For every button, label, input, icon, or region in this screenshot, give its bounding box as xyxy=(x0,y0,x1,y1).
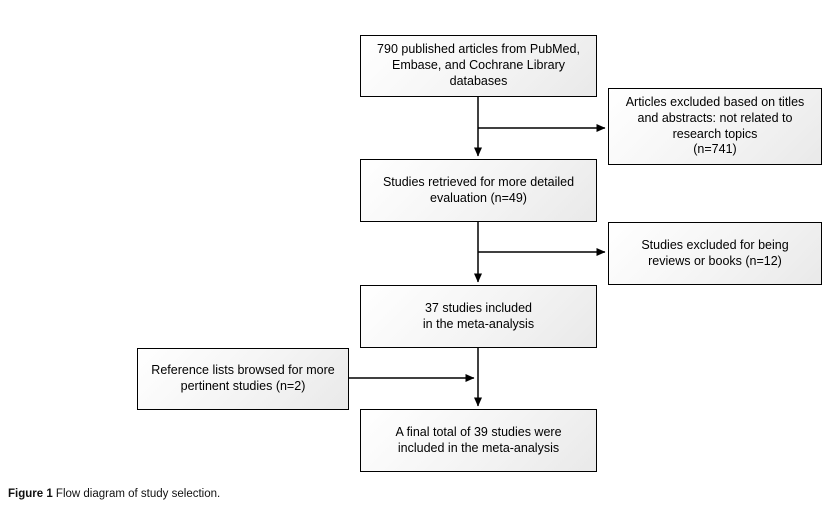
flow-box-excluded-titles-abstracts-text: Articles excluded based on titles and ab… xyxy=(625,95,805,157)
flow-box-included-meta-analysis: 37 studies included in the meta-analysis xyxy=(360,285,597,348)
flow-box-included-meta-analysis-text: 37 studies included in the meta-analysis xyxy=(422,300,535,331)
figure-caption-text: Flow diagram of study selection. xyxy=(52,488,221,500)
flow-box-excluded-titles-abstracts: Articles excluded based on titles and ab… xyxy=(608,88,822,165)
flow-box-identified-text: 790 published articles from PubMed, Emba… xyxy=(377,42,580,88)
flow-box-final-total: A final total of 39 studies were include… xyxy=(360,409,597,472)
flow-box-excluded-reviews-books-text: Studies excluded for being reviews or bo… xyxy=(641,237,789,268)
flow-box-retrieved-evaluation-text: Studies retrieved for more detailed eval… xyxy=(382,174,575,205)
flow-box-excluded-reviews-books: Studies excluded for being reviews or bo… xyxy=(608,222,822,285)
figure-caption: Figure 1 Flow diagram of study selection… xyxy=(8,488,220,500)
flow-box-reference-lists-text: Reference lists browsed for more pertine… xyxy=(151,363,335,393)
figure-caption-label: Figure 1 xyxy=(8,488,53,500)
flow-box-retrieved-evaluation: Studies retrieved for more detailed eval… xyxy=(360,159,597,222)
flow-box-final-total-text: A final total of 39 studies were include… xyxy=(395,424,562,455)
flow-box-identified: 790 published articles from PubMed, Emba… xyxy=(360,35,597,97)
flow-box-reference-lists: Reference lists browsed for more pertine… xyxy=(137,348,349,410)
